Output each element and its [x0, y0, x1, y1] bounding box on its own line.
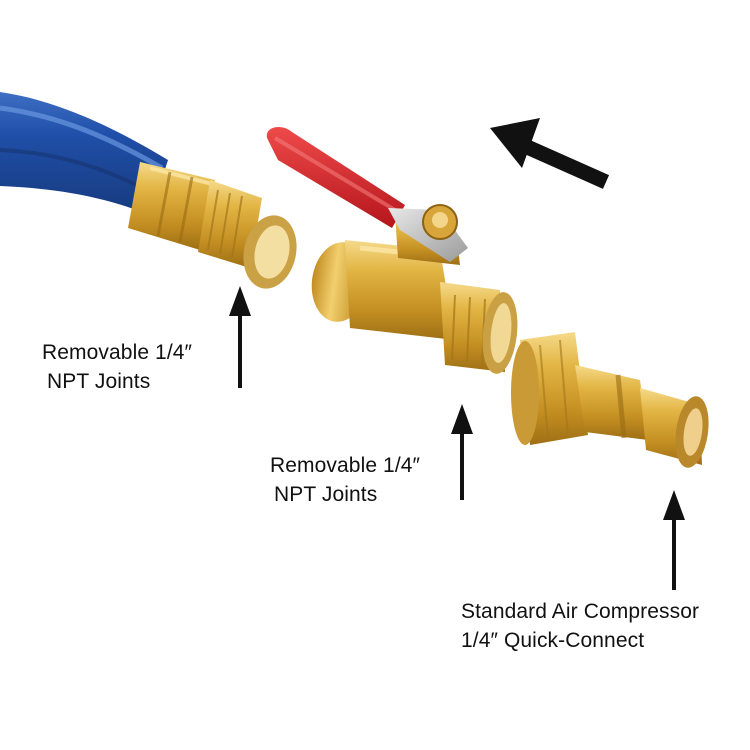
callout-line: 1/4″ Quick-Connect: [461, 629, 645, 652]
hose-brass-fitting: [128, 162, 297, 289]
callout-line: NPT Joints: [47, 370, 151, 393]
callout-line: Removable 1/4″: [270, 454, 421, 477]
callout-quick-connect: Standard Air Compressor 1/4″ Quick-Conne…: [461, 597, 699, 655]
callout-npt-joints-left: Removable 1/4″ NPT Joints: [42, 338, 192, 396]
blue-air-hose: [0, 92, 168, 215]
callout-line: Removable 1/4″: [42, 341, 193, 364]
red-valve-handle: [266, 126, 468, 262]
arrow-up-icon: [229, 286, 251, 388]
quick-connect-plug: [511, 332, 709, 468]
arrow-up-icon: [451, 404, 473, 500]
callout-npt-joints-middle: Removable 1/4″ NPT Joints: [270, 451, 420, 509]
arrow-up-icon: [663, 490, 685, 590]
callout-line: Standard Air Compressor: [461, 600, 700, 623]
callout-line: NPT Joints: [274, 483, 378, 506]
direction-arrow-icon: [490, 118, 610, 189]
brass-ball-valve: [311, 215, 518, 374]
